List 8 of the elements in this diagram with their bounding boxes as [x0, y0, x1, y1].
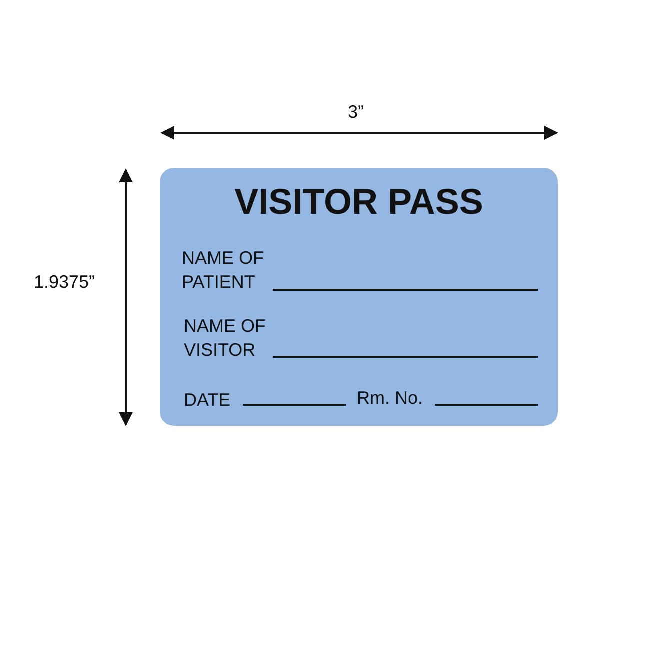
dimension-label: 3”: [348, 101, 364, 124]
field-label: NAME OF PATIENT: [182, 247, 266, 294]
label-title: VISITOR PASS: [234, 182, 484, 222]
visitor-pass-label: [160, 168, 558, 426]
field-label: DATE: [184, 389, 231, 412]
field-label: Rm. No.: [357, 387, 424, 410]
dimension-label: 1.9375”: [34, 271, 96, 294]
field-label: NAME OF VISITOR: [184, 315, 268, 362]
